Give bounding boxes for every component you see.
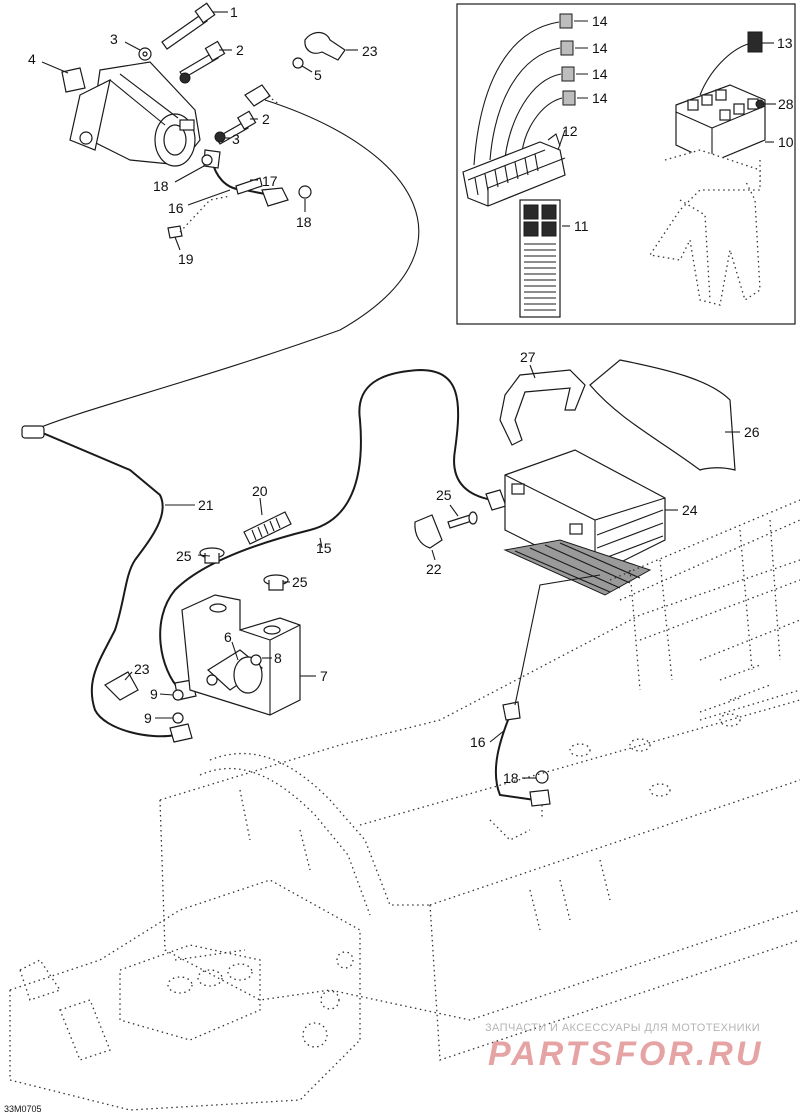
battery-cover-icon: [589, 359, 736, 471]
callout-2-lower: 2: [262, 111, 270, 127]
callout-27: 27: [520, 349, 536, 365]
callout-18-upper-right: 18: [296, 214, 312, 230]
screw-icon: [447, 514, 473, 529]
callout-11: 11: [574, 218, 589, 234]
nut-icon: [172, 712, 184, 724]
starter-motor-icon: [61, 61, 201, 167]
relay-icon: [747, 31, 763, 53]
heat-shrink-icon: [243, 511, 292, 545]
callout-17: 17: [262, 173, 278, 189]
fuse-box-icon: [462, 133, 566, 207]
drawing-code: 33M0705: [4, 1104, 42, 1114]
callout-16-lower: 16: [470, 734, 486, 750]
solenoid-icon: [206, 649, 263, 694]
nut-icon: [292, 57, 304, 69]
callout-14-a: 14: [592, 13, 608, 29]
callout-20: 20: [252, 483, 268, 499]
callout-23-lower: 23: [134, 661, 150, 677]
callout-9-lower: 9: [144, 710, 152, 726]
fuse-inset-panel: [456, 3, 796, 325]
plug-icon: [199, 547, 289, 591]
callout-25-right: 25: [292, 574, 308, 590]
callout-2-upper: 2: [236, 42, 244, 58]
bolt-icon: [161, 2, 257, 145]
ground-cable-icon: [201, 149, 289, 207]
fuse-icon: [559, 13, 588, 106]
fuse-label-card-icon: [519, 199, 561, 318]
callout-25-battery: 25: [436, 487, 452, 503]
callout-23-upper: 23: [362, 43, 378, 59]
callout-16-upper: 16: [168, 200, 184, 216]
relay-box-icon: [675, 84, 766, 163]
nut-icon: [755, 99, 765, 109]
ground-cable-icon: [494, 701, 551, 807]
callout-1: 1: [230, 4, 238, 20]
callout-labels: 1 2 2 3 3 4 5 23 17 18 16 18 19 14 14 14…: [28, 4, 794, 786]
callout-22: 22: [426, 561, 442, 577]
callout-6: 6: [224, 629, 232, 645]
chassis-frame-icon: [9, 499, 800, 1111]
callout-18-upper-left: 18: [153, 178, 169, 194]
watermark-brand: PARTSFOR.RU: [488, 1035, 763, 1073]
callout-14-d: 14: [592, 90, 608, 106]
callout-10: 10: [778, 134, 794, 150]
callout-28: 28: [778, 96, 794, 112]
callout-9-upper: 9: [150, 686, 158, 702]
boot-icon: [304, 31, 346, 61]
cable-icon: [21, 425, 193, 743]
star-washer-icon: [298, 185, 312, 199]
callout-leaders: [41, 11, 776, 779]
callout-3-upper: 3: [110, 31, 118, 47]
callout-19: 19: [178, 251, 194, 267]
callout-5: 5: [314, 67, 322, 83]
callout-24: 24: [682, 502, 698, 518]
callout-7: 7: [320, 668, 328, 684]
star-washer-icon: [535, 770, 549, 784]
callout-14-b: 14: [592, 40, 608, 56]
watermark-subtitle: ЗАПЧАСТИ И АКСЕССУАРЫ ДЛЯ МОТОТЕХНИКИ: [485, 1022, 760, 1034]
callout-14-c: 14: [592, 66, 608, 82]
screw-icon: [167, 225, 183, 239]
nut-icon: [172, 689, 184, 701]
boot-icon: [104, 671, 139, 701]
callout-4: 4: [28, 51, 36, 67]
callout-21: 21: [198, 497, 214, 513]
callout-12: 12: [562, 123, 578, 139]
boot-icon: [414, 514, 443, 549]
callout-18-lower: 18: [503, 770, 519, 786]
bracket-icon: [648, 149, 761, 306]
callout-26: 26: [744, 424, 760, 440]
callout-15: 15: [316, 540, 332, 556]
callout-25-left: 25: [176, 548, 192, 564]
callout-8: 8: [274, 650, 282, 666]
callout-3-lower: 3: [232, 131, 240, 147]
washer-icon: [214, 131, 226, 143]
washer-icon: [179, 72, 191, 84]
battery-strap-icon: [499, 369, 586, 446]
callout-13: 13: [777, 35, 793, 51]
